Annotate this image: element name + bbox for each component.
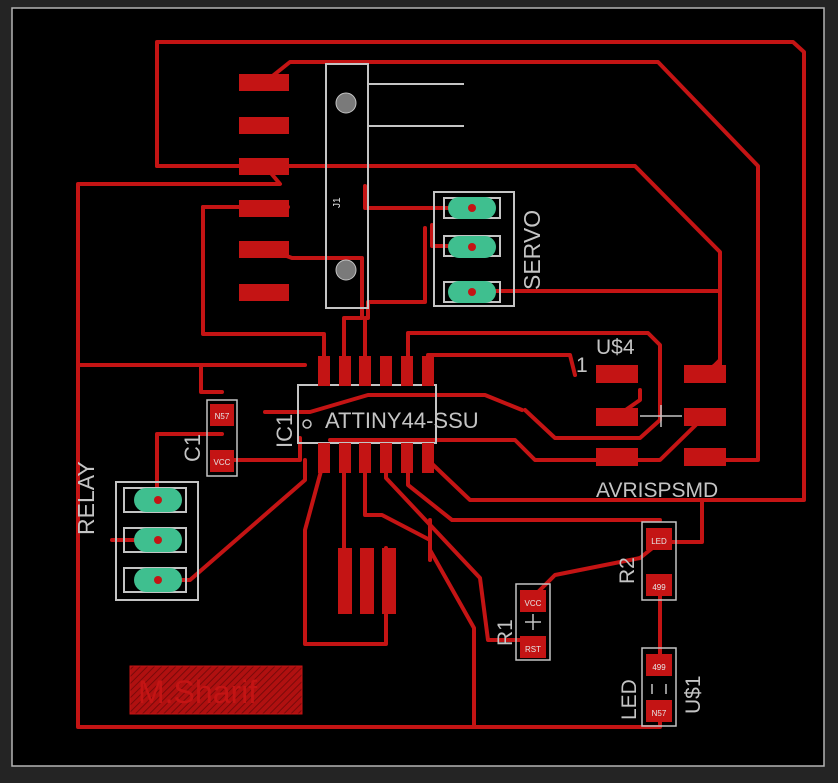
trace-ic-diag [263, 393, 524, 414]
led-us1: 499 N57 LED U$1 [618, 647, 705, 727]
led-pad-bottom-label: N57 [652, 709, 667, 718]
trace-avr-1 [406, 331, 662, 440]
board-outline [11, 7, 825, 767]
trace-cap-bottom [220, 436, 302, 462]
trace-servo-2b [363, 226, 427, 372]
trace-left-loop [76, 164, 476, 729]
trace-ic-low-6 [426, 458, 704, 502]
regulator-pad-4 [239, 200, 289, 217]
r2-pad-bottom-label: 499 [652, 583, 666, 592]
label-c1: C1 [180, 434, 205, 462]
c1-pad-bottom-label: VCC [214, 458, 231, 467]
author-signature: M.Sharif [129, 665, 303, 715]
label-us4: U$4 [596, 336, 635, 359]
regulator-pad-2 [239, 117, 289, 134]
avr-pad-5 [596, 448, 638, 466]
copper-traces [76, 40, 806, 729]
label-j1: J1 [332, 197, 343, 208]
r2-pad-top [646, 528, 672, 550]
label-servo: SERVO [519, 210, 545, 290]
regulator-pad-5 [239, 241, 289, 258]
trace-relay-1 [155, 432, 224, 502]
c1-pad-top [210, 404, 234, 426]
bottom-pad-2 [360, 548, 374, 614]
regulator-pad-6 [239, 284, 289, 301]
signature-copper-fill [129, 665, 303, 715]
ic1-attiny44: ATTINY44-SSU IC1 [272, 356, 479, 473]
r2-pad-top-label: LED [651, 537, 667, 546]
r1-pad-bottom-label: RST [525, 645, 541, 654]
c1-pad-top-label: N57 [215, 412, 230, 421]
regulator-hole-bottom [335, 259, 357, 281]
led-pad-bottom [646, 700, 672, 722]
label-relay: RELAY [73, 461, 99, 535]
avr-pad-4 [684, 408, 726, 426]
label-led: LED [618, 679, 641, 720]
regulator-hole-top [335, 92, 357, 114]
trace-reg-pad4-down [201, 205, 326, 372]
voltage-regulator-j1: J1 [239, 63, 464, 309]
r1-pad-top [520, 590, 546, 612]
r1-pad-top-label: VCC [525, 599, 542, 608]
resistor-r2: LED 499 R2 [616, 521, 677, 601]
label-pin1: 1 [576, 354, 588, 377]
r2-pad-bottom [646, 574, 672, 596]
c1-pad-bottom [210, 450, 234, 472]
label-us1: U$1 [682, 675, 705, 714]
avr-pad-2 [684, 365, 726, 383]
trace-ic-low-3 [363, 458, 432, 562]
regulator-pad-3 [239, 158, 289, 175]
bottom-header [338, 548, 396, 614]
trace-cap-top [199, 363, 224, 394]
resistor-r1: VCC RST R1 [494, 583, 551, 661]
trace-outer-right [155, 40, 806, 544]
trace-top-loop [263, 60, 760, 462]
avr-pad-6 [684, 448, 726, 466]
avr-pad-3 [596, 408, 638, 426]
avr-isp-header: U$4 1 AVRISPSMD [576, 336, 726, 502]
capacitor-c1: N57 VCC C1 [180, 399, 238, 477]
bottom-pad-3 [382, 548, 396, 614]
label-ic1-name: IC1 [272, 414, 297, 448]
trace-servo-1 [363, 184, 477, 210]
led-pad-top-label: 499 [652, 663, 666, 672]
bottom-pad-1 [338, 548, 352, 614]
relay-connector: RELAY [73, 461, 199, 601]
regulator-body [325, 63, 369, 309]
avr-pad-1 [596, 365, 638, 383]
servo-outline [433, 191, 515, 307]
label-author: M.Sharif [138, 674, 257, 710]
r1-pad-bottom [520, 636, 546, 658]
servo-connector: SERVO [433, 191, 545, 307]
label-r1: R1 [494, 619, 517, 646]
led-pad-top [646, 654, 672, 676]
label-avrispsmd: AVRISPSMD [596, 479, 718, 502]
label-r2: R2 [616, 557, 639, 584]
label-ic1-value: ATTINY44-SSU [325, 408, 479, 433]
regulator-pad-1 [239, 74, 289, 91]
